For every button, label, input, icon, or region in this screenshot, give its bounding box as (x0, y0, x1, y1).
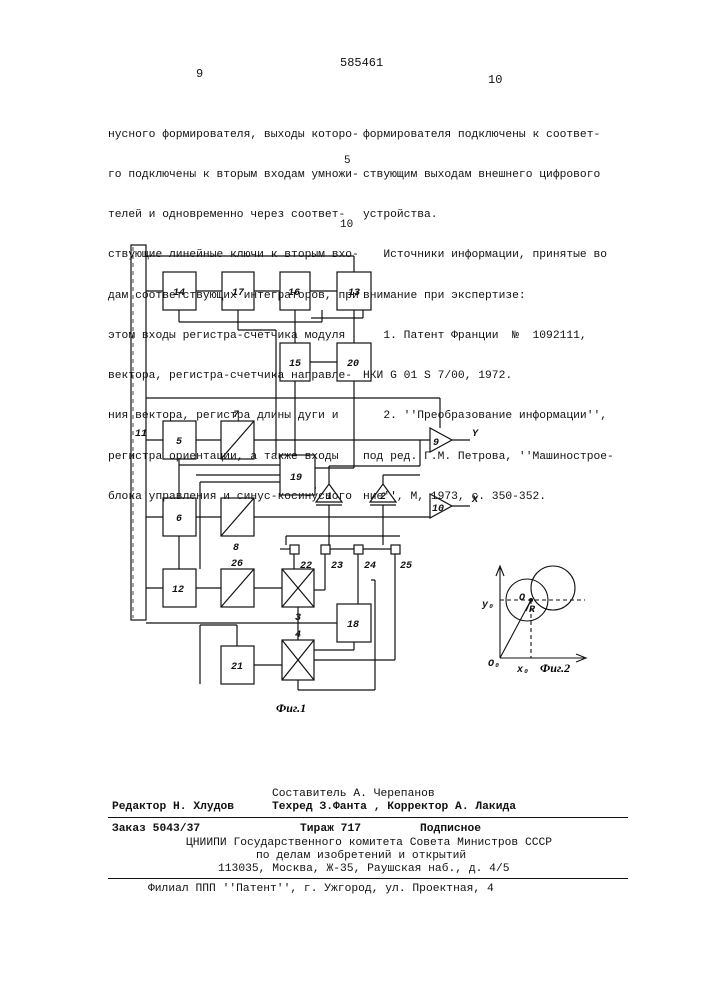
label-4: 4 (295, 630, 301, 641)
label-15: 15 (289, 359, 301, 370)
branch-address: Филиал ППП ''Патент'', г. Ужгород, ул. П… (148, 882, 494, 896)
circle-2 (531, 566, 575, 610)
label-22: 22 (300, 561, 312, 572)
key-24 (354, 545, 363, 554)
circle-1 (506, 579, 548, 621)
organization-line-2: по делам изобретений и открытий (256, 849, 466, 863)
label-14: 14 (173, 288, 185, 299)
output-y: Y (472, 429, 479, 440)
label-26: 26 (231, 559, 243, 570)
organization-line-1: ЦНИИПИ Государственного комитета Совета … (186, 836, 552, 850)
label-20: 20 (347, 359, 359, 370)
label-11: 11 (135, 429, 147, 440)
label-19: 19 (290, 473, 302, 484)
label-7: 7 (233, 410, 240, 421)
label-18: 18 (347, 620, 359, 631)
key-22 (290, 545, 299, 554)
label-3: 3 (295, 613, 301, 624)
label-23: 23 (331, 561, 343, 572)
label-5: 5 (176, 437, 182, 448)
label-o0: O₀ (488, 659, 500, 670)
circulation: Тираж 717 (300, 822, 361, 836)
label-10: 10 (432, 504, 444, 515)
organization-address: 113035, Москва, Ж-35, Раушская наб., д. … (218, 862, 510, 876)
label-r: R (529, 605, 536, 616)
key-23 (321, 545, 330, 554)
label-13: 13 (348, 288, 360, 299)
order-number: Заказ 5043/37 (112, 822, 200, 836)
compiler: Составитель А. Черепанов (272, 787, 435, 801)
tech-corrector: Техред З.Фанта , Корректор А. Лакида (272, 800, 516, 814)
figure-2-caption: Фиг.2 (540, 661, 570, 675)
label-12: 12 (172, 585, 184, 596)
figure-1-caption: Фиг.1 (276, 701, 306, 715)
subscription: Подписное (420, 822, 481, 836)
label-24: 24 (364, 561, 376, 572)
footer-divider-1 (108, 817, 628, 818)
label-o: O (519, 593, 525, 604)
label-y0: y₀ (481, 600, 494, 611)
label-21: 21 (231, 662, 243, 673)
label-17: 17 (232, 288, 245, 299)
key-25 (391, 545, 400, 554)
label-6: 6 (176, 514, 182, 525)
label-x0: x₀ (516, 665, 529, 676)
label-16: 16 (288, 288, 300, 299)
output-x: X (471, 495, 479, 506)
imprint-footer: Составитель А. Черепанов Редактор Н. Хлу… (0, 0, 14, 182)
label-2: 2 (380, 492, 386, 503)
footer-divider-2 (108, 878, 628, 879)
editor: Редактор Н. Хлудов (112, 800, 234, 814)
label-8: 8 (233, 543, 239, 554)
figure-2-diagram (496, 566, 586, 662)
label-9: 9 (433, 438, 439, 449)
label-25: 25 (400, 561, 412, 572)
label-1: 1 (326, 492, 332, 503)
